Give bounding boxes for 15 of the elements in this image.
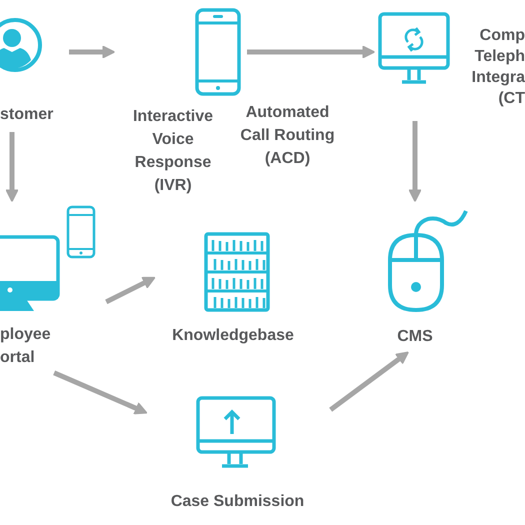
arrow bbox=[69, 45, 116, 59]
node-label: CMS bbox=[396, 327, 434, 347]
arrow bbox=[105, 276, 156, 304]
arrow bbox=[5, 132, 19, 202]
node-label: Comp Teleph Integra (CT bbox=[470, 26, 525, 109]
node-label: Knowledgebase bbox=[171, 326, 295, 346]
arrow bbox=[247, 45, 376, 59]
node-label: stomer bbox=[0, 105, 54, 125]
node-label: Case Submission bbox=[170, 492, 306, 512]
step-label: Automated Call Routing (ACD) bbox=[239, 103, 336, 169]
node-label: ployee ortal bbox=[0, 325, 52, 368]
arrow bbox=[53, 370, 148, 414]
node-label: Interactive Voice Response (IVR) bbox=[132, 107, 214, 196]
arrow bbox=[329, 351, 409, 412]
arrow bbox=[408, 121, 422, 202]
